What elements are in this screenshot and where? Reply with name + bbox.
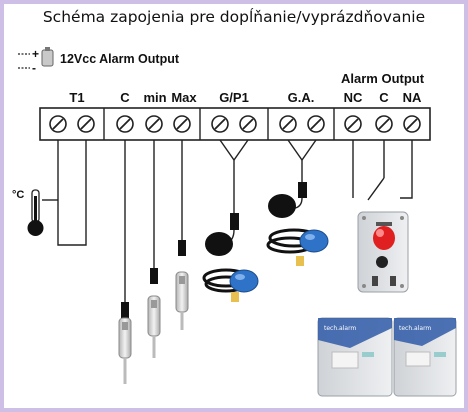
power-indicator: + - 12Vcc Alarm Output — [18, 47, 180, 75]
terminal-label-gp1: G/P1 — [219, 90, 249, 105]
siren-alarm-icon — [357, 211, 409, 293]
battery-icon — [41, 47, 54, 67]
level-probe-max — [175, 240, 189, 330]
float-switch-icon — [266, 182, 329, 266]
control-panel-icon: tech.alarm — [317, 317, 393, 397]
terminal-label-ga: G.A. — [288, 90, 315, 105]
terminal-label-max: Max — [171, 90, 197, 105]
level-probe-icon — [118, 302, 132, 384]
diagram-title: Schéma zapojenia pre dopĺňanie/vyprázdňo… — [42, 8, 426, 26]
level-probe-min — [147, 268, 161, 358]
alarm-output-12v-label: 12Vcc Alarm Output — [60, 52, 180, 66]
controller-brand-right: tech.alarm — [399, 325, 431, 332]
alarm-output-title: Alarm Output — [341, 71, 425, 86]
float-switch-gp1 — [202, 213, 259, 302]
terminal-label-c-alarm: C — [379, 90, 389, 105]
terminal-strip — [39, 107, 431, 141]
controller-brand-left: tech.alarm — [324, 325, 356, 332]
terminal-label-t1: T1 — [69, 90, 84, 105]
terminal-label-na: NA — [403, 90, 422, 105]
wiring-lines — [42, 139, 413, 302]
minus-sign: - — [32, 61, 36, 75]
plus-sign: + — [32, 47, 39, 61]
terminal-label-min: min — [143, 90, 166, 105]
temperature-unit: °C — [12, 189, 24, 201]
terminal-label-nc: NC — [344, 90, 363, 105]
thermometer-icon: °C — [12, 189, 44, 236]
terminal-label-c: C — [120, 90, 130, 105]
control-panel-right: tech.alarm — [393, 317, 457, 397]
